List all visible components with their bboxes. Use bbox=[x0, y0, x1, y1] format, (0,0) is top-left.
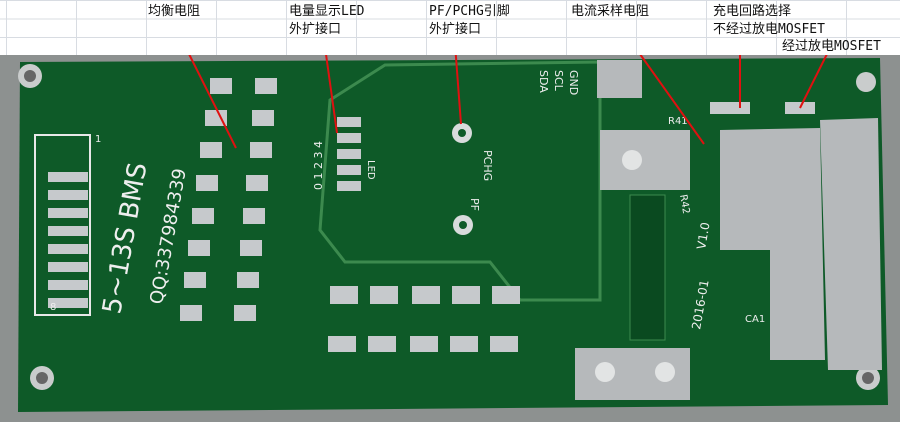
annotation-arrows bbox=[188, 55, 828, 149]
arrow-charge-via-mosfet bbox=[799, 55, 828, 109]
arrow-current-sense bbox=[639, 55, 705, 145]
led-silkscreen: LED bbox=[365, 160, 376, 180]
label-current-sense-resistor: 电流采样电阻 bbox=[571, 4, 650, 19]
balance-resistors bbox=[180, 78, 277, 321]
sda-silkscreen: SDA bbox=[537, 70, 550, 93]
label-via-discharge-mosfet: 经过放电MOSFET bbox=[782, 39, 881, 54]
mount-hole bbox=[856, 72, 876, 92]
discharge-copper bbox=[720, 128, 825, 360]
pin-header bbox=[629, 194, 666, 341]
spreadsheet-grid bbox=[0, 0, 900, 60]
arrow-balance bbox=[188, 55, 237, 149]
pf-silkscreen: PF bbox=[468, 198, 481, 211]
pcb-photo: 1 8 5~13S BMS QQ:337984339 LED 0 1 2 3 4… bbox=[0, 55, 900, 422]
led-pins-silkscreen: 0 1 2 3 4 bbox=[312, 141, 325, 190]
charge-select-pad-1 bbox=[710, 102, 750, 114]
pchg-silkscreen: PCHG bbox=[481, 150, 494, 181]
version-silkscreen: V1.0 bbox=[694, 221, 713, 250]
connector-pads bbox=[48, 172, 88, 308]
label-pf-pchg-interface: PF/PCHG引脚外扩接口 bbox=[429, 4, 510, 37]
arrow-led bbox=[325, 55, 338, 134]
r42-silkscreen: R42 bbox=[677, 194, 691, 215]
gnd-silkscreen: GND bbox=[567, 70, 580, 95]
pin1-label: 1 bbox=[95, 134, 101, 145]
connector-outline bbox=[34, 134, 91, 316]
ca1-silkscreen: CA1 bbox=[745, 314, 765, 325]
arrow-pchg bbox=[454, 55, 462, 125]
label-balance-resistor: 均衡电阻 bbox=[148, 4, 201, 19]
current-sense-pad bbox=[600, 130, 690, 190]
scl-silkscreen: SCL bbox=[552, 70, 565, 92]
label-charge-path-select: 充电回路选择不经过放电MOSFET bbox=[713, 4, 825, 37]
charge-copper bbox=[820, 118, 882, 370]
pin8-label: 8 bbox=[50, 302, 56, 313]
mosfet-pads bbox=[328, 286, 520, 352]
r41-silkscreen: R41 bbox=[668, 116, 688, 127]
top-pad bbox=[597, 60, 642, 98]
led-pads bbox=[337, 117, 361, 191]
